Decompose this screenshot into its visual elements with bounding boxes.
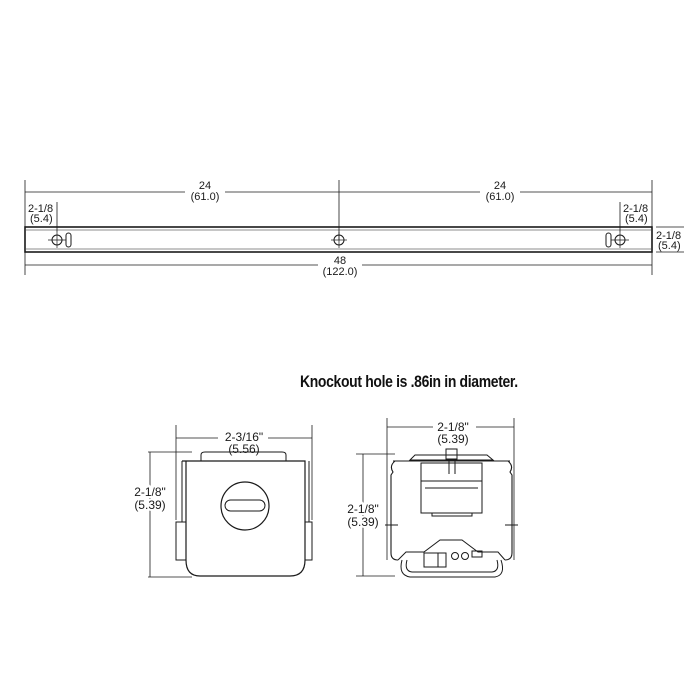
dim-left-hole-cm: (5.4) bbox=[30, 213, 53, 225]
end-height-in: 2-1/8" bbox=[347, 502, 379, 516]
dim-left-hole-in: 2-1/8 bbox=[28, 203, 53, 215]
side-view bbox=[148, 425, 313, 578]
end-width-in: 2-1/8" bbox=[437, 420, 469, 434]
side-width-cm: (5.56) bbox=[228, 442, 259, 456]
dim-right-hole-cm: (5.4) bbox=[625, 213, 648, 225]
dim-right-half-cm: (61.0) bbox=[486, 191, 515, 203]
side-height-cm: (5.39) bbox=[134, 498, 165, 512]
dim-right-hole-in: 2-1/8 bbox=[623, 203, 648, 215]
dim-total-in: 48 bbox=[334, 255, 346, 267]
dim-left-half-cm: (61.0) bbox=[191, 191, 220, 203]
dim-height-in: 2-1/8 bbox=[656, 230, 681, 242]
dim-total-cm: (122.0) bbox=[323, 266, 358, 278]
side-height-in: 2-1/8" bbox=[134, 485, 166, 499]
dim-left-half-in: 24 bbox=[199, 180, 211, 192]
end-height-cm: (5.39) bbox=[347, 515, 378, 529]
end-width-cm: (5.39) bbox=[437, 432, 468, 446]
dim-height-cm: (5.4) bbox=[658, 240, 681, 252]
top-view-strip bbox=[24, 226, 653, 253]
knockout-note: Knockout hole is .86in in diameter. bbox=[300, 372, 518, 391]
side-width-in: 2-3/16" bbox=[225, 430, 263, 444]
dim-right-half-in: 24 bbox=[494, 180, 506, 192]
end-view bbox=[356, 418, 518, 578]
